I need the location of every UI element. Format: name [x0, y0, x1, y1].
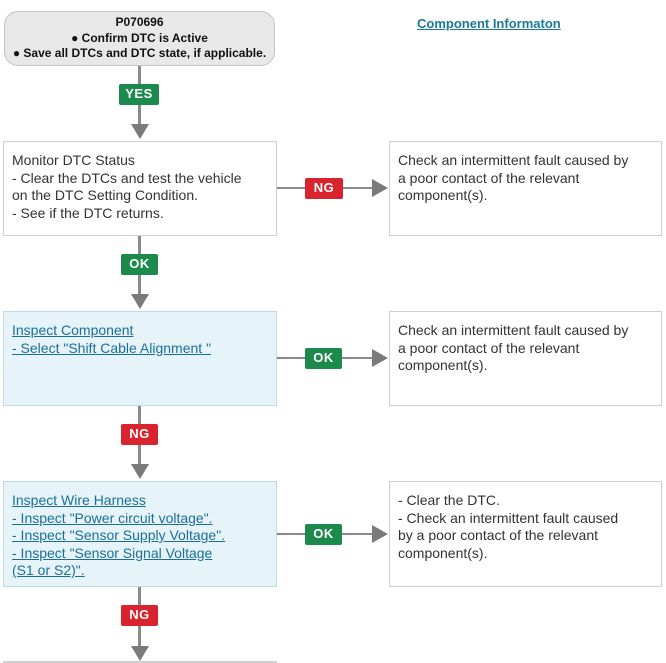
result-intermittent-fault-2: Check an intermittent fault caused by a … — [389, 311, 662, 406]
step1-title: Monitor DTC Status — [12, 152, 135, 168]
result-line: component(s). — [398, 187, 488, 203]
inspect-sensor-signal-voltage-link[interactable]: - Inspect "Sensor Signal Voltage — [12, 544, 213, 561]
arrow-right-icon — [372, 179, 388, 197]
step-monitor-dtc-status: Monitor DTC Status - Clear the DTCs and … — [3, 141, 277, 236]
result-line: a poor contact of the relevant — [398, 169, 580, 186]
ng-badge: NG — [305, 178, 343, 199]
inspect-wire-harness-link[interactable]: Inspect Wire Harness — [12, 492, 146, 508]
step1-line: - See if the DTC returns. — [12, 204, 164, 221]
result-line: Check an intermittent fault caused by — [398, 152, 629, 168]
ok-badge: OK — [121, 254, 158, 275]
ng-badge: NG — [121, 605, 158, 626]
step1-line: on the DTC Setting Condition. — [12, 187, 198, 203]
arrow-down-icon — [131, 124, 149, 139]
result-line: - Check an intermittent fault caused — [398, 509, 619, 526]
result-line: Check an intermittent fault caused by — [398, 322, 629, 338]
inspect-power-circuit-voltage-link[interactable]: - Inspect "Power circuit voltage". — [12, 509, 213, 526]
arrow-right-icon — [372, 349, 388, 367]
result-intermittent-fault-1: Check an intermittent fault caused by a … — [389, 141, 662, 236]
ng-badge: NG — [121, 424, 158, 445]
arrow-down-icon — [131, 464, 149, 479]
inspect-sensor-signal-voltage-link-cont[interactable]: (S1 or S2)". — [12, 562, 85, 578]
dtc-code: P070696 — [115, 15, 164, 29]
component-information-link[interactable]: Component Informaton — [417, 16, 561, 31]
result-line: - Clear the DTC. — [398, 492, 500, 508]
inspect-component-link[interactable]: Inspect Component — [12, 322, 134, 338]
select-shift-cable-alignment-link[interactable]: - Select "Shift Cable Alignment " — [12, 339, 212, 356]
step-inspect-component: Inspect Component - Select "Shift Cable … — [3, 311, 277, 406]
arrow-down-icon — [131, 294, 149, 309]
result-line: a poor contact of the relevant — [398, 339, 580, 356]
step1-line: - Clear the DTCs and test the vehicle — [12, 169, 242, 186]
step-inspect-wire-harness: Inspect Wire Harness - Inspect "Power ci… — [3, 481, 277, 587]
start-line-confirm: ● Confirm DTC is Active — [71, 30, 208, 45]
inspect-sensor-supply-voltage-link[interactable]: - Inspect "Sensor Supply Voltage". — [12, 527, 226, 543]
ok-badge: OK — [305, 348, 342, 369]
arrow-right-icon — [372, 525, 388, 543]
start-node: P070696 ● Confirm DTC is Active ● Save a… — [4, 11, 275, 66]
start-line-save: ● Save all DTCs and DTC state, if applic… — [12, 46, 267, 60]
result-line: by a poor contact of the relevant — [398, 527, 599, 543]
result-clear-dtc: - Clear the DTC. - Check an intermittent… — [389, 481, 662, 587]
arrow-down-icon — [131, 646, 149, 661]
next-step-box-edge — [3, 661, 277, 663]
ok-badge: OK — [305, 524, 342, 545]
result-line: component(s). — [398, 544, 488, 561]
yes-badge: YES — [119, 84, 159, 105]
result-line: component(s). — [398, 357, 488, 373]
